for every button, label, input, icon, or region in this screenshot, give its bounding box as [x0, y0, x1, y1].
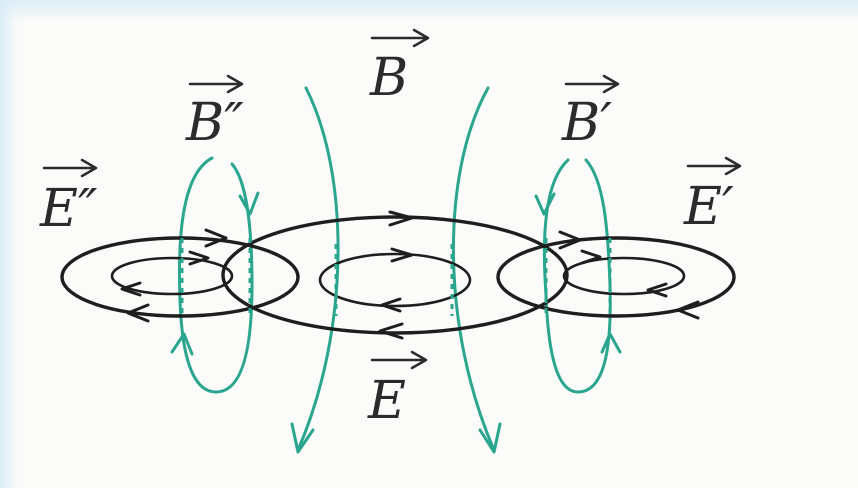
- right-b-loop: [542, 158, 612, 394]
- left-glow: [0, 0, 18, 488]
- central-e-outer-arrow-bottom: [378, 322, 404, 340]
- label-e-prime: E′: [683, 156, 742, 237]
- left-e-outer-arrow-top: [204, 228, 228, 248]
- left-magnetic-loop: [170, 156, 260, 394]
- top-glow: [0, 0, 858, 22]
- right-e-inner-arrow-bottom: [646, 282, 668, 298]
- central-b-line-left: [296, 86, 340, 452]
- central-e-inner-arrow-bottom: [380, 297, 402, 313]
- right-e-inner-ring: [562, 256, 686, 296]
- left-b-arrow-down: [238, 191, 260, 216]
- left-e-inner-ring: [110, 256, 234, 296]
- label-e-double-prime: E″: [39, 158, 98, 239]
- right-magnetic-loop: [534, 158, 622, 394]
- central-e-outer-arrow-top: [388, 210, 414, 227]
- left-b-loop: [177, 156, 254, 394]
- vector-arrow-e-prime: [686, 156, 742, 176]
- right-b-arrow-up: [600, 332, 622, 354]
- left-b-arrow-up: [170, 332, 194, 356]
- label-b-double-prime-text: B″: [185, 93, 244, 153]
- central-e-inner-arrow-top: [390, 247, 414, 263]
- left-electric-field: [60, 228, 300, 323]
- label-b-text: B: [369, 48, 408, 108]
- vector-arrow-e-double-prime: [42, 158, 98, 178]
- right-electric-field: [496, 230, 736, 320]
- label-e-double-prime-text: E″: [39, 179, 98, 239]
- label-b: B: [369, 28, 430, 108]
- right-e-outer-arrow-top: [558, 230, 582, 250]
- vector-arrow-e: [370, 350, 428, 370]
- label-b-double-prime: B″: [185, 74, 244, 153]
- label-b-prime: B′: [561, 74, 620, 153]
- left-e-inner-arrow-bottom: [120, 281, 142, 297]
- central-b-arrow-left: [290, 422, 315, 454]
- right-e-outer-ring: [496, 236, 736, 318]
- central-b-line-right: [452, 86, 496, 452]
- central-e-inner-ring: [318, 252, 472, 308]
- label-e-prime-text: E′: [683, 177, 734, 237]
- central-b-arrow-right: [478, 422, 502, 454]
- central-e-outer-ring: [221, 215, 569, 335]
- label-e: E: [367, 350, 428, 431]
- vector-arrow-b: [370, 28, 430, 48]
- right-b-arrow-down: [534, 192, 556, 216]
- central-electric-field: [221, 210, 569, 340]
- left-e-outer-arrow-bottom: [126, 303, 150, 323]
- left-e-inner-arrow-top: [188, 250, 210, 266]
- label-e-text: E: [367, 371, 406, 431]
- vector-arrow-b-prime: [564, 74, 620, 94]
- left-e-outer-ring: [60, 236, 300, 318]
- hidden-field-segments: [180, 238, 612, 316]
- vector-arrow-b-double-prime: [188, 74, 244, 94]
- label-b-prime-text: B′: [561, 93, 612, 153]
- right-e-inner-arrow-top: [580, 249, 602, 265]
- right-e-outer-arrow-bottom: [676, 300, 700, 320]
